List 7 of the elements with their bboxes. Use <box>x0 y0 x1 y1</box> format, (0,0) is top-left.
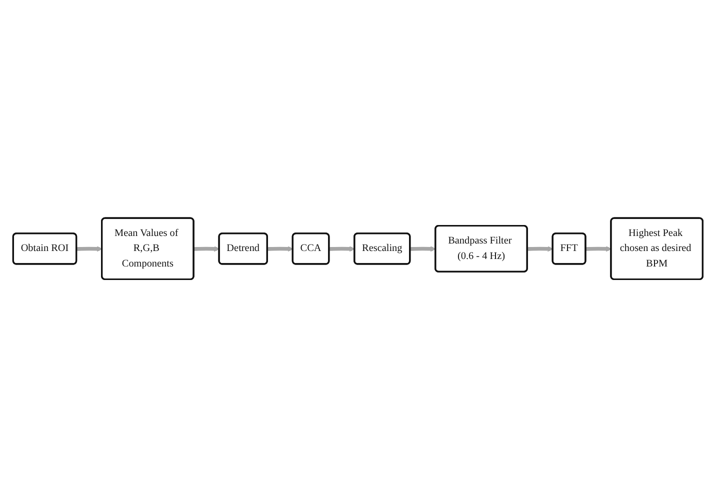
arrow <box>329 246 356 252</box>
arrow <box>586 246 612 252</box>
arrow <box>410 246 436 252</box>
arrow <box>76 246 102 252</box>
arrow <box>194 246 220 252</box>
arrow <box>268 246 294 252</box>
arrow <box>527 246 554 252</box>
